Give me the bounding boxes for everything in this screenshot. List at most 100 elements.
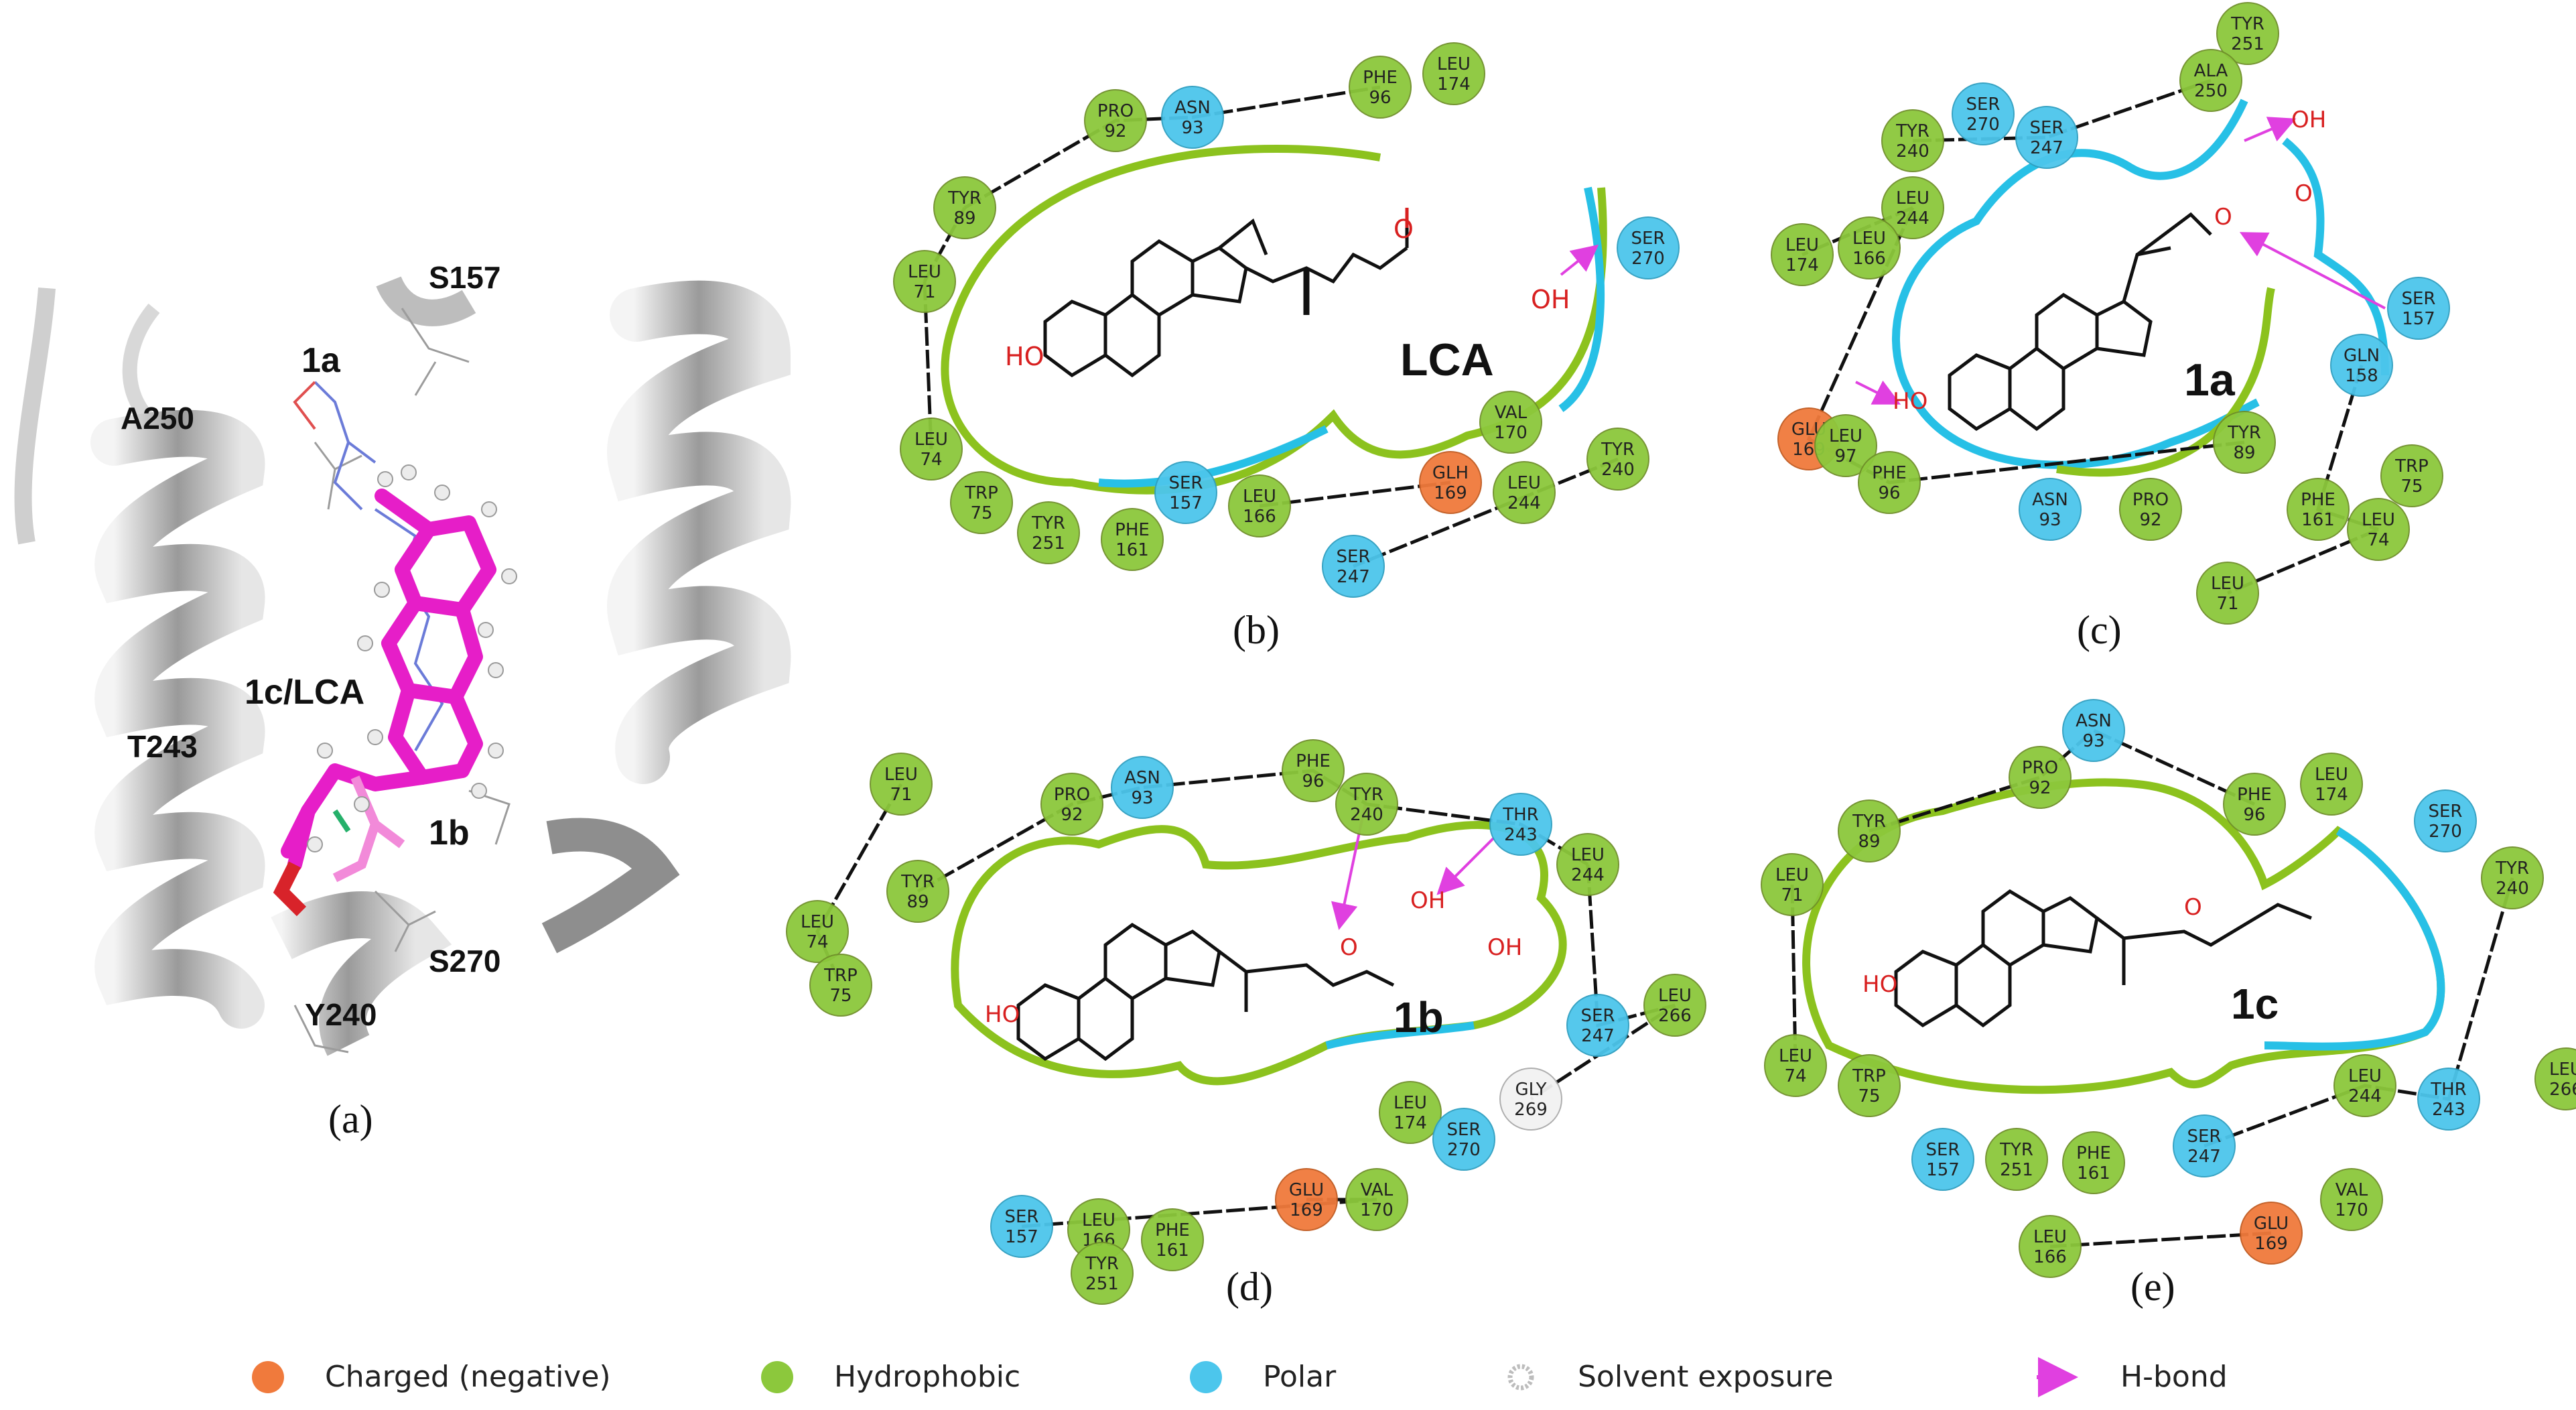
residue-name: VAL bbox=[2335, 1180, 2368, 1200]
charged-icon bbox=[252, 1361, 284, 1393]
residue-name: SER bbox=[1926, 1140, 1960, 1160]
residue-marker bbox=[2009, 746, 2072, 809]
residue-number: 243 bbox=[1504, 825, 1538, 845]
residue-number: 247 bbox=[1581, 1026, 1615, 1046]
residue-name: LEU bbox=[1658, 986, 1692, 1006]
residue-name: LEU bbox=[1082, 1210, 1115, 1230]
residue-number: 158 bbox=[2345, 366, 2378, 386]
residue-number: 251 bbox=[1085, 1274, 1119, 1294]
residue-number: 266 bbox=[1658, 1006, 1692, 1026]
residue-marker bbox=[2119, 478, 2182, 541]
residue-number: 96 bbox=[1369, 88, 1391, 108]
residue-number: 71 bbox=[890, 785, 912, 805]
residue-number: 157 bbox=[1169, 493, 1203, 513]
residue-name: LEU bbox=[801, 912, 834, 932]
residue-number: 244 bbox=[1896, 208, 1929, 229]
residue-marker bbox=[2240, 1202, 2303, 1265]
residue-name: TRP bbox=[964, 483, 998, 503]
residue-marker bbox=[1489, 793, 1552, 856]
legend-label: Solvent exposure bbox=[1578, 1360, 1834, 1394]
residue-name: LEU bbox=[2033, 1227, 2067, 1247]
residue-marker bbox=[1111, 756, 1174, 819]
residue-number: 71 bbox=[913, 282, 935, 302]
residue-number: 240 bbox=[2496, 879, 2529, 899]
residue-name: LEU bbox=[1829, 426, 1862, 446]
residue-name: GLH bbox=[1432, 463, 1469, 483]
residue-number: 170 bbox=[2335, 1200, 2368, 1220]
residue-number: 270 bbox=[1447, 1140, 1481, 1160]
residue-number: 169 bbox=[1290, 1200, 1323, 1220]
residue-marker bbox=[2534, 1047, 2576, 1110]
residue-name: SER bbox=[1337, 547, 1371, 567]
residue-name: ASN bbox=[1124, 768, 1160, 788]
residue-number: 92 bbox=[2139, 510, 2161, 530]
residue-name: PHE bbox=[2076, 1143, 2111, 1163]
hydrogen-atoms bbox=[307, 464, 517, 852]
backbone-chain bbox=[2049, 1231, 2272, 1248]
residue-name: PHE bbox=[1872, 463, 1907, 483]
ligand-structure bbox=[1894, 889, 2312, 1028]
residue-name: PHE bbox=[1115, 520, 1150, 540]
residue-marker bbox=[1141, 1208, 1204, 1271]
residue-number: 71 bbox=[1781, 885, 1803, 905]
residue-number: 74 bbox=[806, 932, 828, 952]
residue-number: 244 bbox=[1507, 493, 1541, 513]
residue-name: LEU bbox=[1896, 188, 1929, 208]
label-a250: A250 bbox=[121, 401, 194, 436]
residue-number: 174 bbox=[1785, 255, 1819, 275]
legend-label: Charged (negative) bbox=[325, 1360, 611, 1394]
residue-number: 270 bbox=[1966, 115, 2000, 135]
backbone-chain bbox=[917, 769, 1589, 893]
residue-number: 174 bbox=[1437, 74, 1471, 94]
caption-c: (c) bbox=[2077, 608, 2122, 652]
residue-name: LEU bbox=[1243, 487, 1276, 507]
residue-marker bbox=[2196, 562, 2259, 625]
label-y240: Y240 bbox=[305, 997, 377, 1032]
panel-b-lca-diagram: O OH HO LCA PRO92ASN93PHE96LEU174TYR89LE… bbox=[893, 42, 1680, 598]
residue-group: PRO92ASN93PHE96LEU174TYR89LEU71SER270LEU… bbox=[893, 42, 1680, 598]
residue-name: LEU bbox=[1437, 54, 1471, 74]
residue-marker bbox=[893, 250, 956, 313]
residue-marker bbox=[1379, 1081, 1442, 1144]
residue-marker bbox=[900, 418, 963, 480]
residue-number: 269 bbox=[1514, 1100, 1548, 1120]
residue-name: TYR bbox=[1601, 440, 1635, 460]
residue-number: 244 bbox=[2348, 1086, 2382, 1106]
residue-number: 166 bbox=[1243, 507, 1276, 527]
residue-number: 161 bbox=[2077, 1163, 2110, 1183]
residue-name: PHE bbox=[2301, 490, 2335, 510]
residue-number: 247 bbox=[1337, 567, 1370, 587]
residue-name: PHE bbox=[1296, 751, 1331, 771]
residue-name: ASN bbox=[1174, 98, 1211, 118]
residue-name: LEU bbox=[2549, 1060, 2576, 1080]
residue-number: 157 bbox=[1005, 1227, 1038, 1247]
residue-name: SER bbox=[1631, 229, 1666, 249]
residue-name: SER bbox=[1581, 1006, 1615, 1026]
residue-name: TYR bbox=[2230, 14, 2264, 34]
residue-number: 74 bbox=[2367, 530, 2389, 550]
residue-number: 251 bbox=[2231, 34, 2264, 54]
ligand-structure bbox=[1948, 212, 2212, 432]
residue-name: GLU bbox=[2254, 1214, 2289, 1234]
residue-name: TYR bbox=[1085, 1254, 1119, 1274]
residue-number: 161 bbox=[1156, 1240, 1189, 1261]
residue-name: TYR bbox=[1852, 812, 1886, 832]
group-oh: OH bbox=[1531, 285, 1570, 314]
